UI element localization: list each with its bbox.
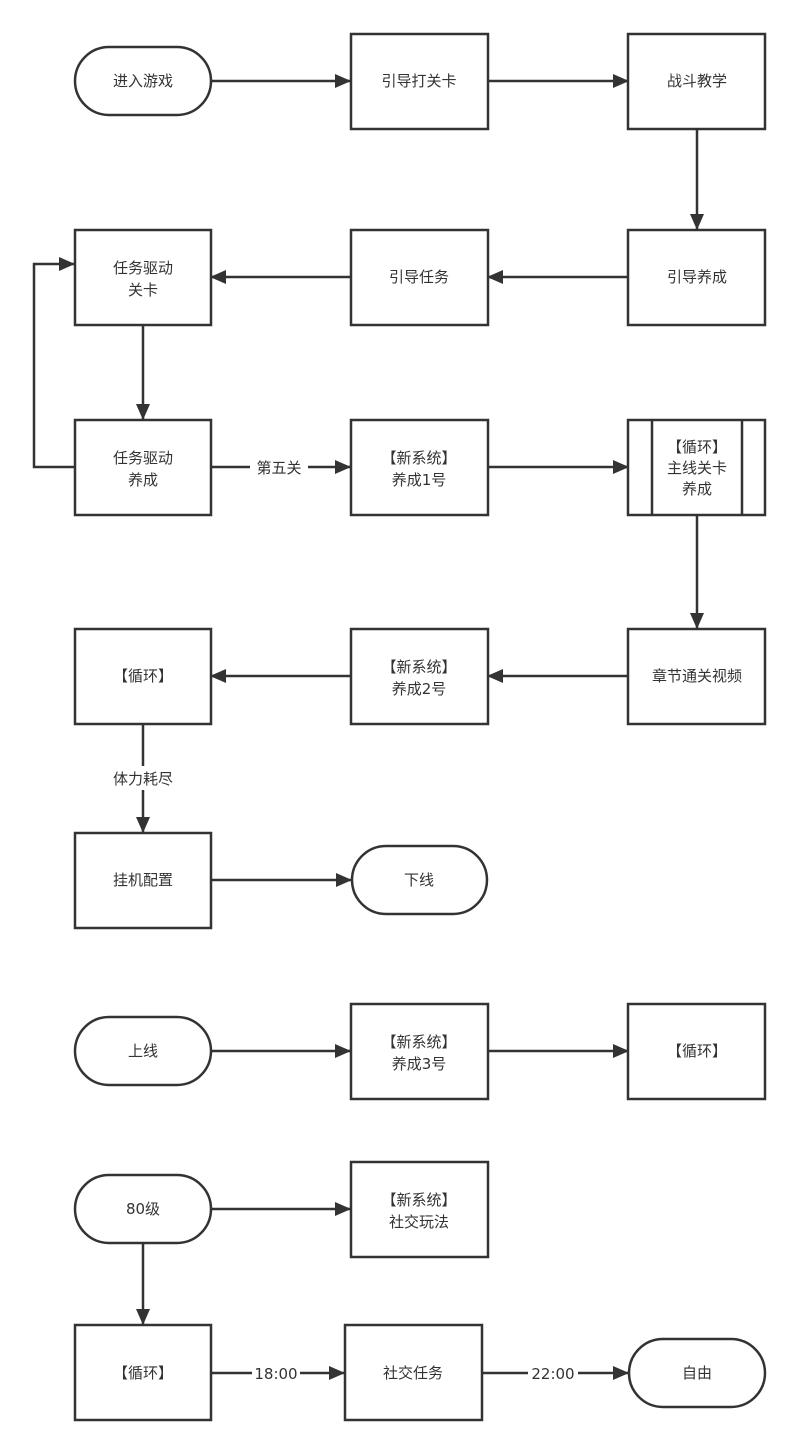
node-loop-1: 【循环】	[73, 627, 213, 726]
edge-label-2200: 22:00	[531, 1365, 574, 1383]
node-label-line1: 【新系统】	[381, 658, 456, 676]
node-loop-main-stage-raise: 【循环】 主线关卡 养成	[626, 418, 767, 517]
node-guide-task: 引导任务	[349, 228, 490, 327]
node-label-line1: 【新系统】	[381, 1033, 456, 1051]
edge-label-bg	[104, 766, 182, 790]
node-label: 章节通关视频	[652, 667, 742, 685]
node-go-online: 上线	[73, 1015, 213, 1087]
node-label: 进入游戏	[113, 72, 173, 90]
node-label-line1: 【循环】	[667, 438, 727, 456]
node-label-line2: 养成1号	[392, 471, 447, 489]
node-label-line1: 任务驱动	[113, 449, 173, 467]
node-label: 自由	[682, 1364, 712, 1382]
node-go-offline: 下线	[350, 844, 489, 916]
node-loop-3: 【循环】	[73, 1323, 213, 1422]
edge-label-1800: 18:00	[254, 1365, 297, 1383]
node-label-line1: 任务驱动	[113, 259, 173, 277]
node-label: 引导打关卡	[381, 72, 456, 90]
node-new-system-raise-2: 【新系统】 养成2号	[349, 627, 490, 726]
edge-label-stamina-depleted: 体力耗尽	[113, 770, 173, 788]
edge-task-raise-loop-to-task-stage	[32, 257, 75, 469]
node-label-line2: 关卡	[128, 281, 158, 299]
node-free: 自由	[627, 1337, 767, 1409]
node-new-system-social: 【新系统】 社交玩法	[349, 1160, 490, 1259]
node-label-line2: 养成	[128, 471, 158, 489]
edge-label-bg	[250, 456, 308, 478]
node-guide-stage: 引导打关卡	[349, 32, 490, 131]
node-label-line2: 主线关卡	[667, 459, 727, 477]
node-label-line2: 养成2号	[392, 680, 447, 698]
edge-label-fifth-stage: 第五关	[256, 459, 301, 477]
node-label: 战斗教学	[667, 72, 727, 90]
edge-label-bg	[252, 1362, 300, 1384]
node-label: 【循环】	[113, 667, 173, 685]
node-social-task: 社交任务	[343, 1323, 484, 1422]
node-label: 挂机配置	[113, 871, 173, 889]
edge-label-bg	[528, 1362, 578, 1384]
node-new-system-raise-1: 【新系统】 养成1号	[349, 418, 490, 517]
node-label-line2: 养成3号	[392, 1055, 447, 1073]
node-label-line3: 养成	[682, 480, 712, 498]
node-label: 上线	[128, 1042, 158, 1060]
node-combat-tutorial: 战斗教学	[626, 32, 767, 131]
node-label-line1: 【新系统】	[381, 449, 456, 467]
node-chapter-clear-video: 章节通关视频	[626, 627, 767, 726]
node-guide-raise: 引导养成	[626, 228, 767, 327]
node-idle-config: 挂机配置	[73, 831, 213, 930]
node-loop-2: 【循环】	[626, 1002, 767, 1101]
node-label: 下线	[404, 871, 434, 889]
node-label-line2: 社交玩法	[389, 1213, 449, 1231]
node-label: 引导养成	[667, 268, 727, 286]
node-task-driven-stage: 任务驱动 关卡	[73, 228, 213, 327]
node-label: 【循环】	[113, 1364, 173, 1382]
node-enter-game: 进入游戏	[73, 45, 213, 117]
node-label-line1: 【新系统】	[381, 1191, 456, 1209]
node-label: 【循环】	[667, 1042, 727, 1060]
node-level-80: 80级	[73, 1173, 213, 1245]
node-label: 引导任务	[389, 268, 449, 286]
node-label: 社交任务	[383, 1364, 443, 1382]
node-new-system-raise-3: 【新系统】 养成3号	[349, 1002, 490, 1101]
node-task-driven-raise: 任务驱动 养成	[73, 418, 213, 517]
node-label: 80级	[126, 1200, 160, 1218]
